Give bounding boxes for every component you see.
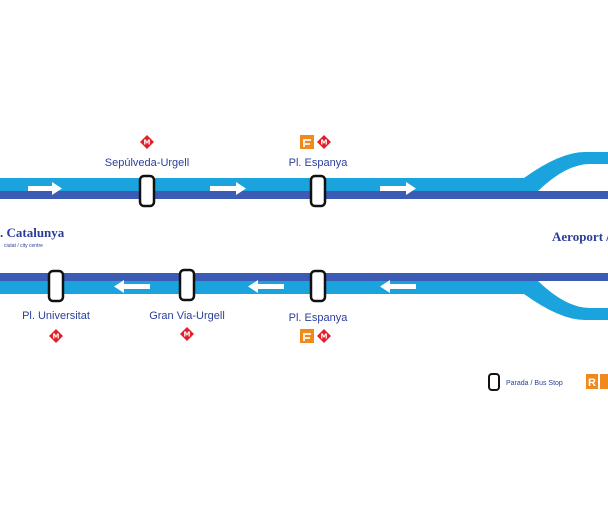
stop-label-gran-via-urgell: Gran Via-Urgell	[149, 310, 225, 322]
terminal-left-name: . Catalunya	[0, 225, 65, 240]
bus-stop-marker[interactable]	[138, 174, 156, 208]
bus-stop-marker[interactable]	[47, 269, 65, 303]
stop-label-pl-universitat: Pl. Universitat	[22, 310, 90, 322]
fgc-icon	[300, 329, 314, 343]
top-line-dark-band	[0, 191, 608, 199]
metro-icon: M	[317, 329, 331, 343]
bottom-line-dark-band	[0, 273, 608, 281]
stop-label-pl-espanya-top: Pl. Espanya	[289, 157, 349, 169]
arrow-right-icon	[28, 182, 62, 195]
arrow-left-icon	[380, 280, 416, 293]
arrow-left-icon	[114, 280, 150, 293]
top-direction-arrows	[28, 182, 416, 195]
rodalies-icon: R	[586, 374, 608, 389]
metro-icon: M	[180, 327, 194, 341]
bottom-line-branch	[524, 281, 608, 320]
arrow-right-icon	[210, 182, 246, 195]
legend-stop-label: Parada / Bus Stop	[506, 380, 563, 387]
metro-icon: M	[317, 135, 331, 149]
legend-stop-icon	[488, 373, 500, 391]
arrow-right-icon	[380, 182, 416, 195]
bus-stop-marker[interactable]	[309, 174, 327, 208]
bottom-direction-arrows	[114, 280, 416, 293]
terminal-right-name: Aeroport /	[552, 229, 608, 244]
stop-label-sepulveda-urgell: Sepúlveda-Urgell	[105, 157, 189, 169]
top-stops	[138, 174, 327, 208]
fgc-icon	[300, 135, 314, 149]
svg-text:M: M	[184, 331, 191, 339]
top-line-light-band	[0, 178, 530, 191]
bottom-stops	[47, 268, 327, 303]
stop-label-pl-espanya-bottom: Pl. Espanya	[289, 312, 349, 324]
arrow-left-icon	[248, 280, 284, 293]
top-line-branch	[524, 152, 608, 191]
svg-text:M: M	[53, 333, 60, 341]
terminal-left-subtitle: ciutat / city centre	[4, 243, 43, 249]
bus-stop-marker[interactable]	[309, 269, 327, 303]
svg-text:M: M	[321, 139, 328, 147]
legend: Parada / Bus Stop R	[488, 373, 608, 391]
svg-text:M: M	[144, 139, 151, 147]
svg-text:M: M	[321, 333, 328, 341]
rodalies-letter: R	[588, 377, 596, 389]
metro-icon: M	[140, 135, 154, 149]
bus-stop-marker[interactable]	[178, 268, 196, 302]
metro-icon: M	[49, 329, 63, 343]
